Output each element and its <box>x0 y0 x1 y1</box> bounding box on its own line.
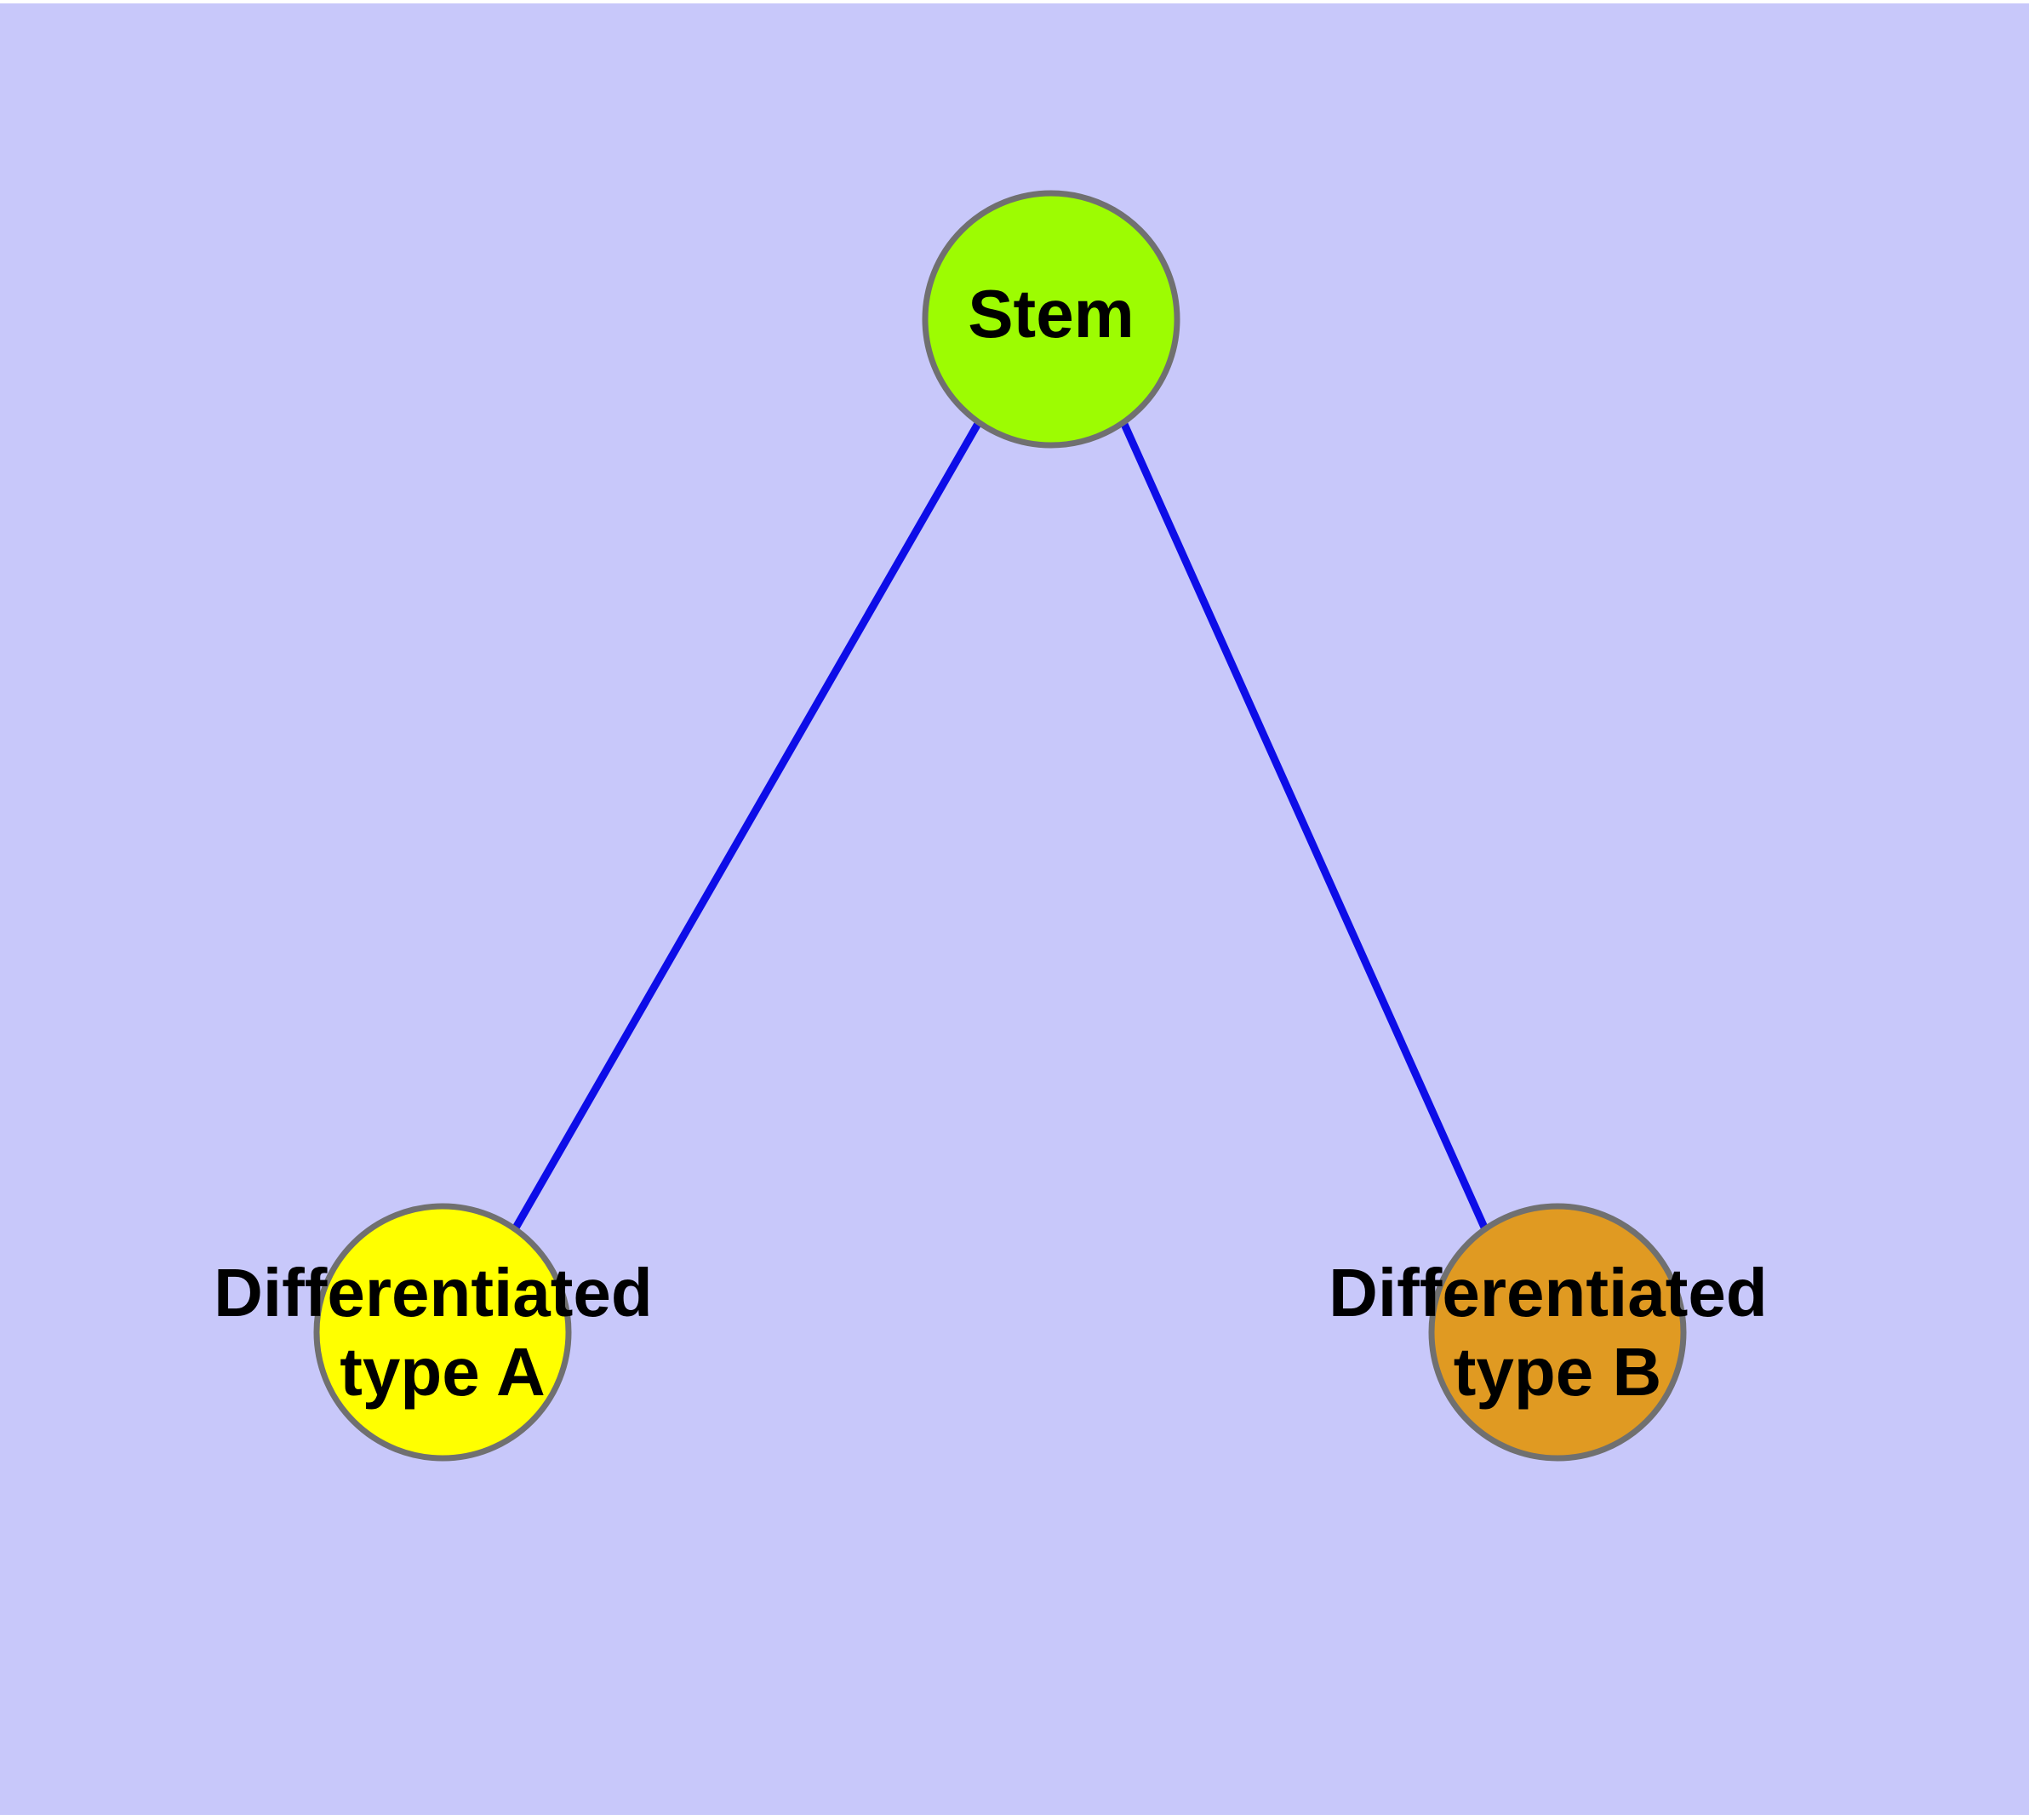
node-differentiated-type-b-label: Differentiated type B <box>1329 1255 1786 1410</box>
node-stem-label: Stem <box>968 276 1135 352</box>
node-differentiated-type-a-label: Differentiated type A <box>214 1255 672 1410</box>
node-differentiated-type-b-label-line-1: Differentiated <box>1329 1255 1768 1331</box>
node-differentiated-type-b-circle[interactable] <box>1428 1203 1687 1462</box>
edge-group <box>512 420 1489 1232</box>
node-circle-group <box>313 190 1687 1462</box>
node-differentiated-type-a-label-line-2: type A <box>340 1334 546 1410</box>
node-label-group: Stem Differentiated type A Differentiate… <box>214 276 1786 1410</box>
node-stem-label-line-1: Stem <box>968 276 1135 352</box>
node-differentiated-type-b-label-line-2: type B <box>1454 1334 1662 1410</box>
node-differentiated-type-a-label-line-1: Differentiated <box>214 1255 653 1331</box>
edge-stem-to-differentiated-type-b[interactable] <box>1119 421 1489 1231</box>
node-differentiated-type-a-circle[interactable] <box>313 1203 572 1462</box>
edge-stem-to-differentiated-type-a[interactable] <box>512 420 982 1232</box>
node-stem-circle[interactable] <box>922 190 1180 449</box>
